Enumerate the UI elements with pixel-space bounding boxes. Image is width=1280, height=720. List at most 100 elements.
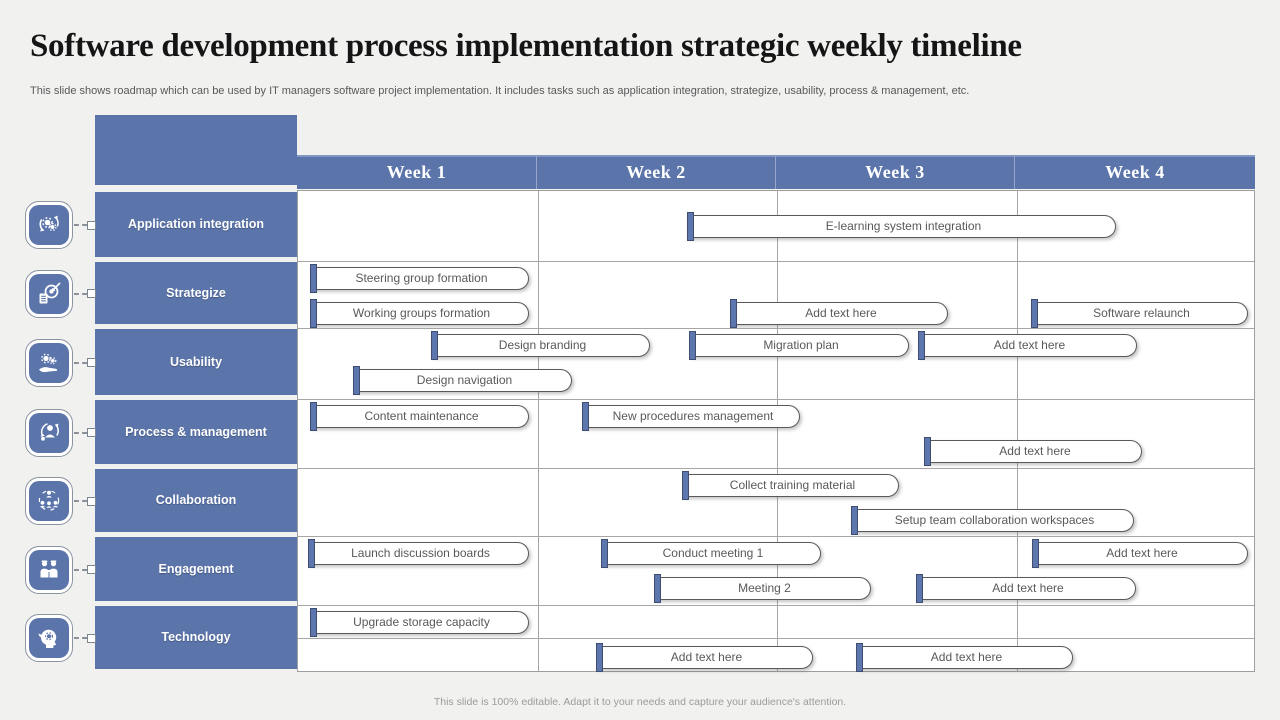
task-bar-label: Upgrade storage capacity (353, 615, 490, 629)
row-label-process-management[interactable]: Process & management (95, 400, 297, 464)
row-label-strategize[interactable]: Strategize (95, 262, 297, 324)
connector-endpoint-square (87, 428, 96, 437)
task-bar[interactable]: Content maintenance (310, 402, 529, 431)
task-bar[interactable]: Design branding (431, 331, 650, 360)
task-bar[interactable]: Collect training material (682, 471, 899, 500)
task-bar-start-tick (596, 643, 603, 672)
task-bar-label: Add text here (805, 306, 877, 320)
task-bar[interactable]: Launch discussion boards (308, 539, 529, 568)
grid-line (298, 261, 1254, 262)
row-label-technology[interactable]: Technology (95, 606, 297, 669)
network-people-icon (29, 481, 69, 521)
timeline-table: Week 1 Week 2 Week 3 Week 4 E-learning s… (95, 115, 1255, 672)
row-label-usability[interactable]: Usability (95, 329, 297, 395)
task-bar[interactable]: New procedures management (582, 402, 800, 431)
people-pair-icon (29, 549, 69, 590)
task-bar-label: Conduct meeting 1 (662, 546, 764, 560)
task-bar-label: Design navigation (416, 373, 513, 387)
task-bar[interactable]: Add text here (856, 643, 1073, 672)
task-bar[interactable]: Steering group formation (310, 264, 529, 293)
grid-line (298, 328, 1254, 329)
slide-subtitle[interactable]: This slide shows roadmap which can be us… (30, 85, 970, 97)
task-bar[interactable]: Add text here (730, 299, 948, 328)
row-icon-tile[interactable] (25, 269, 73, 318)
task-bar[interactable]: Working groups formation (310, 299, 529, 328)
task-bar[interactable]: Add text here (1032, 539, 1248, 568)
task-bar-start-tick (654, 574, 661, 603)
task-bar[interactable]: Design navigation (353, 366, 572, 395)
task-bar-start-tick (851, 506, 858, 535)
icon-connector-line (74, 224, 87, 226)
slide-footer: This slide is 100% editable. Adapt it to… (433, 696, 847, 708)
task-bar[interactable]: Add text here (918, 331, 1137, 360)
table-corner-block (95, 115, 297, 185)
head-gear-icon (29, 618, 69, 658)
grid-line (298, 605, 1254, 606)
week-header-4[interactable]: Week 4 (1014, 155, 1255, 189)
task-bar-start-tick (601, 539, 608, 568)
task-bar-start-tick (353, 366, 360, 395)
task-bar-label: E-learning system integration (825, 219, 982, 233)
connector-endpoint-square (87, 633, 96, 643)
task-bar-start-tick (924, 437, 931, 466)
task-bar-label: Add text here (670, 650, 743, 664)
task-bar-label: Add text here (1106, 546, 1178, 560)
gears-sync-icon (29, 205, 69, 245)
task-bar-label: Setup team collaboration workspaces (894, 513, 1095, 527)
task-bar-label: New procedures management (612, 409, 774, 423)
task-bar[interactable]: Software relaunch (1031, 299, 1248, 328)
row-label-engagement[interactable]: Engagement (95, 537, 297, 601)
row-icon-tile[interactable] (25, 201, 73, 249)
row-icon-tile[interactable] (25, 338, 73, 387)
task-bar-label: Working groups formation (352, 306, 491, 320)
row-divider-line (298, 638, 1254, 639)
task-bar-start-tick (431, 331, 438, 360)
target-strategy-icon (29, 273, 69, 314)
task-bar-label: Meeting 2 (738, 581, 791, 595)
icon-connector-line (74, 431, 87, 434)
task-bar[interactable]: E-learning system integration (687, 212, 1116, 241)
icon-connector-line (74, 637, 87, 639)
connector-endpoint-square (87, 289, 96, 298)
task-bar-label: Collect training material (729, 478, 856, 492)
task-bar-start-tick (308, 539, 315, 568)
task-bar-label: Launch discussion boards (351, 546, 490, 560)
row-label-application-integration[interactable]: Application integration (95, 192, 297, 257)
task-bar[interactable]: Add text here (924, 437, 1142, 466)
task-bar[interactable]: Add text here (916, 574, 1136, 603)
row-icon-tile[interactable] (25, 408, 73, 457)
icon-connector-line (74, 568, 87, 571)
task-bar[interactable]: Conduct meeting 1 (601, 539, 821, 568)
task-bar-start-tick (310, 608, 317, 637)
row-icon-tile[interactable] (25, 477, 73, 525)
task-bar[interactable]: Meeting 2 (654, 574, 871, 603)
week-header-3[interactable]: Week 3 (775, 155, 1014, 189)
person-cycle-icon (29, 412, 69, 453)
task-bar[interactable]: Migration plan (689, 331, 909, 360)
slide-title[interactable]: Software development process implementat… (30, 28, 1022, 64)
grid-line (538, 191, 539, 671)
task-bar-start-tick (730, 299, 737, 328)
connector-endpoint-square (87, 565, 96, 574)
week-header-2[interactable]: Week 2 (536, 155, 775, 189)
hand-gears-icon (29, 342, 69, 383)
task-bar[interactable]: Add text here (596, 643, 813, 672)
week-header-1[interactable]: Week 1 (297, 155, 536, 189)
task-bar-start-tick (310, 264, 317, 293)
task-bar-start-tick (916, 574, 923, 603)
task-bar-start-tick (1031, 299, 1038, 328)
task-bar-label: Steering group formation (355, 271, 488, 285)
task-bar-label: Software relaunch (1093, 306, 1190, 320)
row-icon-tile[interactable] (25, 614, 73, 662)
task-bar-start-tick (918, 331, 925, 360)
task-bar-start-tick (687, 212, 694, 241)
task-bar-label: Add text here (992, 581, 1064, 595)
task-bar[interactable]: Setup team collaboration workspaces (851, 506, 1134, 535)
row-icon-tile[interactable] (25, 545, 73, 594)
connector-endpoint-square (87, 220, 96, 230)
row-label-collaboration[interactable]: Collaboration (95, 469, 297, 532)
task-bar-start-tick (689, 331, 696, 360)
grid-line (298, 468, 1254, 469)
task-bar[interactable]: Upgrade storage capacity (310, 608, 529, 637)
